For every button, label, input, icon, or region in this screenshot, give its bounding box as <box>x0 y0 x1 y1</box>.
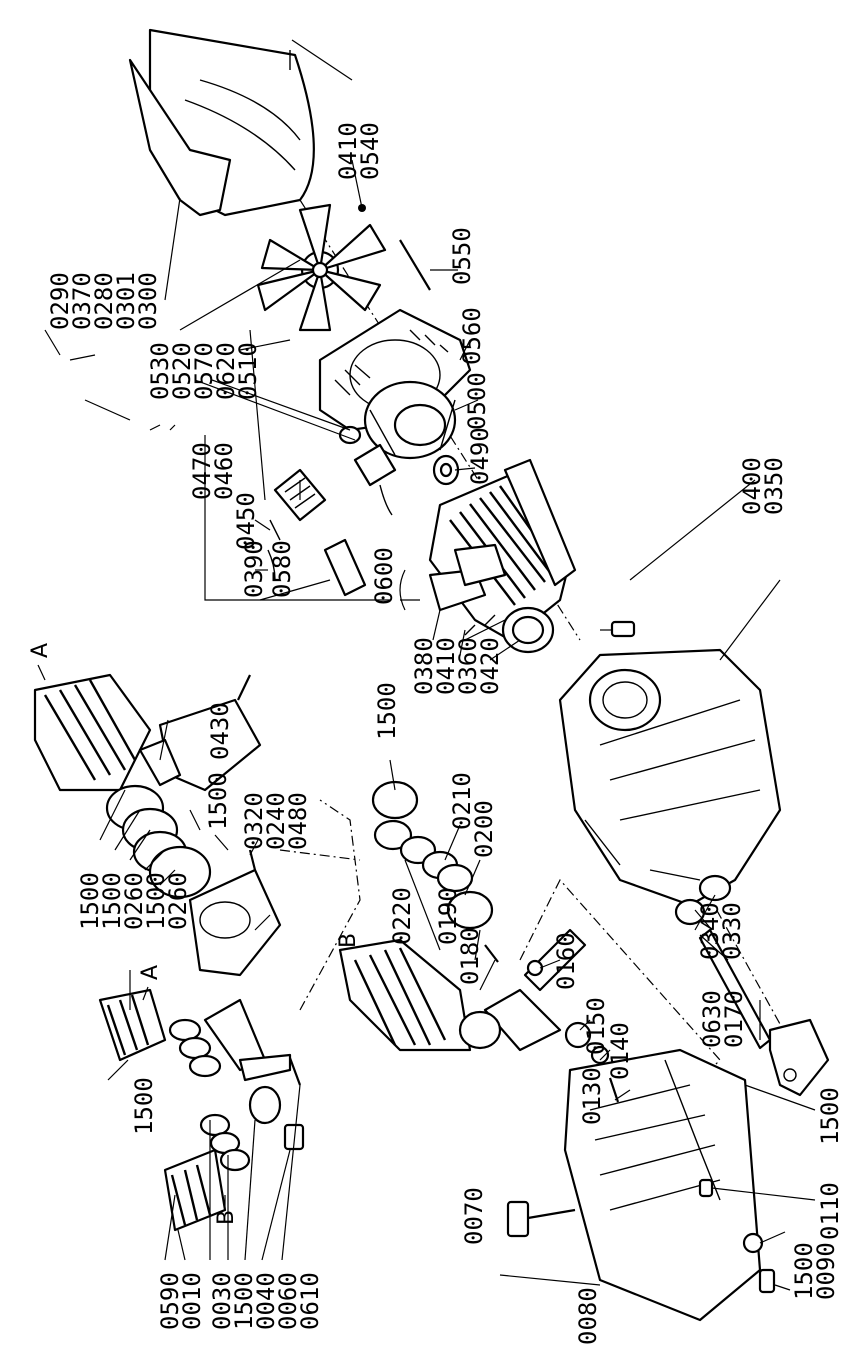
label-0380: 0380 <box>410 637 438 695</box>
motor-body <box>428 458 577 654</box>
label-0580: 0580 <box>268 540 296 598</box>
label-0200: 0200 <box>470 800 498 858</box>
label-0070: 0070 <box>460 1187 488 1245</box>
cover-bolt <box>506 1200 576 1238</box>
label-0550: 0550 <box>448 227 476 285</box>
label-0260-a: 0260 <box>120 872 148 930</box>
label-0510: 0510 <box>234 342 262 400</box>
label-0610: 0610 <box>296 1272 324 1330</box>
label-0490: 0490 <box>466 427 494 485</box>
label-0560: 0560 <box>458 307 486 365</box>
label-0600: 0600 <box>370 547 398 605</box>
bearing-housing <box>363 380 457 460</box>
label-1500-e: 1500 <box>373 682 401 740</box>
capacitor <box>338 425 397 516</box>
label-1500-i: 1500 <box>790 1242 818 1300</box>
cylinder <box>338 938 502 1052</box>
label-0520: 0520 <box>168 342 196 400</box>
view-mark-a-top: A <box>28 643 53 658</box>
head-gaskets <box>105 784 257 899</box>
label-1500-h: 1500 <box>816 1087 844 1145</box>
brush-holders <box>428 543 507 636</box>
label-0480: 0480 <box>284 792 312 850</box>
label-0410-mid: 0410 <box>432 637 460 695</box>
label-0320: 0320 <box>240 792 268 850</box>
label-0010: 0010 <box>178 1272 206 1330</box>
drain-plug <box>610 620 636 638</box>
label-0590: 0590 <box>156 1272 184 1330</box>
label-1500-b: 1500 <box>76 872 104 930</box>
label-0290: 0290 <box>46 272 74 330</box>
label-0110: 0110 <box>816 1182 844 1240</box>
label-0400: 0400 <box>738 457 766 515</box>
manifold-tee <box>203 998 305 1151</box>
view-mark-b-side: B <box>336 933 361 948</box>
drain-screw <box>742 1232 776 1294</box>
label-1500-d: 1500 <box>142 872 170 930</box>
label-1500-a: 1500 <box>204 772 232 830</box>
label-1500-g: 1500 <box>230 1272 258 1330</box>
label-0450: 0450 <box>232 492 260 550</box>
connecting-rod <box>483 928 620 1103</box>
label-0160: 0160 <box>552 932 580 990</box>
view-mark-b-bottom: B <box>214 1210 239 1225</box>
label-0470: 0470 <box>188 442 216 500</box>
valve-rings <box>168 1018 251 1172</box>
label-0301: 0301 <box>112 272 140 330</box>
label-0240: 0240 <box>262 792 290 850</box>
label-1500-c: 1500 <box>98 872 126 930</box>
terminal-wires <box>267 519 281 581</box>
valve-plate <box>188 868 282 977</box>
label-0370: 0370 <box>68 272 96 330</box>
label-0030: 0030 <box>208 1272 236 1330</box>
label-0430: 0430 <box>206 702 234 760</box>
leader-lines <box>44 39 816 1291</box>
label-0210: 0210 <box>448 772 476 830</box>
label-0630: 0630 <box>698 990 726 1048</box>
crankshaft <box>674 898 830 1097</box>
switch-block <box>323 538 367 597</box>
label-0130: 0130 <box>578 1067 606 1125</box>
label-0420: 0420 <box>476 637 504 695</box>
label-0460: 0460 <box>210 442 238 500</box>
label-0300: 0300 <box>134 272 162 330</box>
part-labels: 0410 0540 0550 0530 0520 0570 0620 0510 … <box>46 122 844 1345</box>
label-0340: 0340 <box>696 902 724 960</box>
view-mark-a-mid: A <box>138 965 163 980</box>
label-0150: 0150 <box>582 997 610 1055</box>
label-0330: 0330 <box>718 902 746 960</box>
label-0360: 0360 <box>454 637 482 695</box>
view-marks: A A B B <box>28 643 361 1225</box>
label-0620: 0620 <box>212 342 240 400</box>
label-0180: 0180 <box>456 927 484 985</box>
label-0410-top: 0410 <box>334 122 362 180</box>
label-0220: 0220 <box>388 887 416 945</box>
label-0530: 0530 <box>146 342 174 400</box>
fan-pin <box>399 239 458 291</box>
label-0040: 0040 <box>252 1272 280 1330</box>
rear-bearing <box>432 454 460 486</box>
fan-cover <box>128 28 315 217</box>
label-0390: 0390 <box>240 540 268 598</box>
label-0190: 0190 <box>434 887 462 945</box>
shaft-seal <box>371 780 419 820</box>
label-0280: 0280 <box>90 272 118 330</box>
label-0570: 0570 <box>190 342 218 400</box>
label-0500: 0500 <box>463 372 491 430</box>
label-0090: 0090 <box>812 1242 840 1300</box>
label-0540: 0540 <box>356 122 384 180</box>
second-head <box>98 988 227 1232</box>
label-1500-f: 1500 <box>130 1077 158 1135</box>
main-housing <box>558 648 782 907</box>
label-0170: 0170 <box>720 990 748 1048</box>
label-0140: 0140 <box>606 1022 634 1080</box>
label-0260-b: 0260 <box>164 872 192 930</box>
fan-impeller <box>256 203 387 332</box>
label-0060: 0060 <box>274 1272 302 1330</box>
label-0350: 0350 <box>760 457 788 515</box>
label-0080: 0080 <box>574 1287 602 1345</box>
